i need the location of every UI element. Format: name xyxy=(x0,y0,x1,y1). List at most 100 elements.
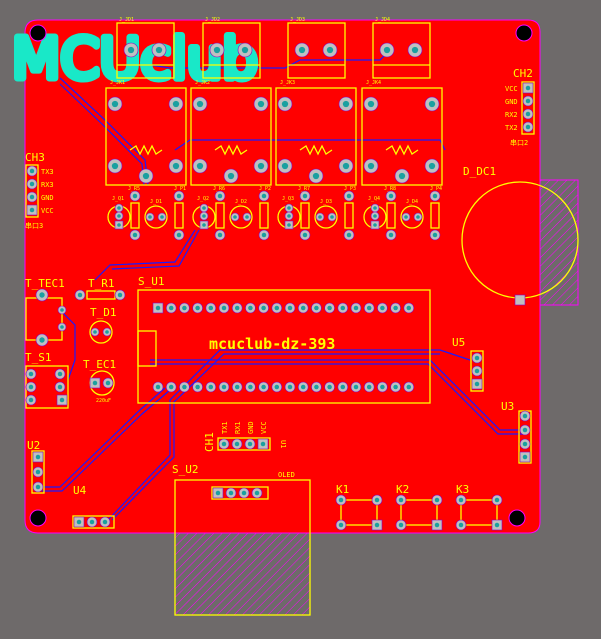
drill-hole xyxy=(257,162,265,170)
drill-hole xyxy=(366,305,372,311)
drill-hole xyxy=(261,232,267,238)
drill-hole xyxy=(342,100,350,108)
led-label: J_D4 xyxy=(406,199,418,205)
drill-hole xyxy=(411,46,419,54)
drill-hole xyxy=(388,193,394,199)
drill-hole xyxy=(111,162,119,170)
led-label: J_D1 xyxy=(150,199,162,205)
relay-label: J_JK3 xyxy=(280,80,295,86)
transistor-label: J_Q3 xyxy=(282,196,294,202)
drill-hole xyxy=(57,371,63,377)
drill-hole xyxy=(287,214,291,218)
relay-label: J_JK2 xyxy=(195,80,210,86)
drill-hole xyxy=(373,223,377,227)
drill-hole xyxy=(105,380,111,386)
resistor-label: J_P2 xyxy=(259,186,271,192)
drill-hole xyxy=(367,162,375,170)
relay-terminal-outline xyxy=(202,22,261,79)
led-outline xyxy=(400,205,424,229)
key-label: K3 xyxy=(456,483,469,496)
dc-jack-keepout xyxy=(539,179,579,306)
s-u2-label: S_U2 xyxy=(172,463,199,476)
drill-hole xyxy=(176,232,182,238)
drill-hole xyxy=(383,46,391,54)
ch2-label: CH2 xyxy=(513,67,533,80)
drill-hole xyxy=(245,215,249,219)
drill-hole xyxy=(287,305,293,311)
resistor-label: J_R8 xyxy=(384,186,396,192)
drill-hole xyxy=(195,384,200,390)
key-label: K1 xyxy=(336,483,349,496)
key-outline xyxy=(460,499,498,526)
resistor-body xyxy=(130,202,140,229)
drill-hole xyxy=(248,305,253,311)
drill-hole xyxy=(432,193,438,199)
drill-hole xyxy=(202,223,206,227)
drill-hole xyxy=(142,172,150,180)
drill-hole xyxy=(330,215,334,219)
drill-hole xyxy=(248,384,253,390)
relay-label: J_JK1 xyxy=(110,80,125,86)
ch1-label: CH1 xyxy=(203,432,216,452)
pin-label: TX3 xyxy=(41,168,54,176)
relay-terminal-label: J_JD4 xyxy=(375,17,390,23)
drill-hole xyxy=(196,100,204,108)
t-s1-label: T_S1 xyxy=(25,351,52,364)
resistor-label: J_R6 xyxy=(213,186,225,192)
key-outline xyxy=(400,499,438,526)
drill-hole xyxy=(416,215,420,219)
drill-hole xyxy=(39,292,45,298)
drill-hole xyxy=(346,232,352,238)
drill-hole xyxy=(92,380,98,386)
led-outline xyxy=(229,205,253,229)
drill-hole xyxy=(234,384,240,390)
drill-hole xyxy=(60,308,64,312)
t-d1-label: T_D1 xyxy=(90,306,117,319)
drill-hole xyxy=(228,490,234,496)
drill-hole xyxy=(353,384,359,390)
drill-hole xyxy=(76,519,82,525)
t-tec1-label: T_TEC1 xyxy=(25,277,65,290)
ch3-label: CH3 xyxy=(25,151,45,164)
drill-hole xyxy=(202,214,206,218)
drill-hole xyxy=(300,305,306,311)
transistor-label: J_Q2 xyxy=(197,196,209,202)
drill-hole xyxy=(428,162,436,170)
drill-hole xyxy=(367,100,375,108)
ch3-header xyxy=(25,164,39,218)
drill-hole xyxy=(221,305,227,311)
drill-hole xyxy=(287,206,291,210)
drill-hole xyxy=(302,193,308,199)
drill-hole xyxy=(148,215,152,219)
drill-hole xyxy=(257,100,265,108)
drill-hole xyxy=(155,384,161,390)
led-outline xyxy=(314,205,338,229)
drill-hole xyxy=(522,413,528,419)
drill-hole xyxy=(525,111,531,117)
drill-hole xyxy=(60,325,64,329)
drill-hole xyxy=(404,215,408,219)
relay-terminal-label: J_JD1 xyxy=(119,17,134,23)
drill-hole xyxy=(525,98,531,104)
drill-hole xyxy=(215,490,221,496)
s-u1-label: S_U1 xyxy=(138,275,165,288)
led-outline xyxy=(144,205,168,229)
drill-hole xyxy=(182,384,187,390)
drill-hole xyxy=(117,223,121,227)
resistor-label: J_R7 xyxy=(298,186,310,192)
drill-hole xyxy=(59,397,65,403)
led-label: J_D2 xyxy=(235,199,247,205)
key-label: K2 xyxy=(396,483,409,496)
relay-terminal-outline xyxy=(287,22,346,79)
relay-outline xyxy=(190,87,272,186)
ch3-caption: 串口3 xyxy=(25,222,43,230)
drill-hole xyxy=(221,384,227,390)
drill-hole xyxy=(29,194,35,200)
drill-hole xyxy=(28,397,34,403)
drill-hole xyxy=(522,427,528,433)
drill-hole xyxy=(374,522,380,528)
relay-coil-symbol xyxy=(129,144,163,156)
relay-terminal-label: J_JD2 xyxy=(205,17,220,23)
drill-hole xyxy=(241,46,249,54)
